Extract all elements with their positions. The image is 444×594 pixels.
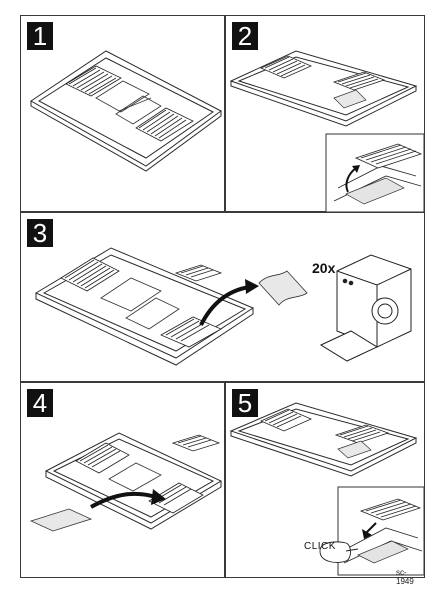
grille-icon xyxy=(60,257,120,292)
click-callout xyxy=(319,541,351,563)
dishwasher-icon xyxy=(319,254,412,362)
sponge-icon xyxy=(337,440,372,459)
sponge-icon xyxy=(258,270,308,306)
step-5-badge: 5 xyxy=(232,389,258,417)
grille-icon xyxy=(359,498,422,521)
tray-slot xyxy=(160,316,222,348)
tray-slot xyxy=(148,482,204,514)
grille-icon xyxy=(354,143,423,169)
document-code: sc-1949 xyxy=(396,568,414,586)
arrow-icon xyxy=(345,167,357,193)
sponge-icon xyxy=(333,89,367,109)
step-3-badge: 3 xyxy=(27,219,53,247)
tray-icon xyxy=(229,50,425,213)
arrow-icon xyxy=(365,522,377,534)
step-4-panel: 4 xyxy=(20,382,225,578)
sponge-icon xyxy=(29,508,93,532)
step-1-badge: 1 xyxy=(27,22,53,50)
repeat-count-label: 20x xyxy=(312,260,336,276)
step-2-panel: 2 xyxy=(225,15,425,213)
arrow-icon xyxy=(90,491,157,509)
tray-icon xyxy=(30,50,222,172)
tray-icon xyxy=(229,402,425,576)
step-3-panel: 3 xyxy=(20,212,425,382)
sponge-icon xyxy=(357,540,409,564)
click-label: CLICK xyxy=(304,541,336,552)
step-1-panel: 1 xyxy=(20,15,225,212)
tray-icon xyxy=(34,247,412,366)
grille-icon xyxy=(171,434,221,452)
sponge-icon xyxy=(345,177,405,205)
step-2-badge: 2 xyxy=(232,22,258,50)
grille-icon xyxy=(334,424,390,444)
grille-icon xyxy=(135,107,194,142)
step-4-badge: 4 xyxy=(27,389,53,417)
grille-icon xyxy=(260,55,312,79)
grille-icon xyxy=(65,65,122,97)
grille-icon xyxy=(75,442,130,474)
step-5-panel: 5 xyxy=(225,382,425,586)
grille-icon xyxy=(260,408,312,432)
grille-icon xyxy=(174,264,223,282)
arrow-icon xyxy=(199,285,250,326)
tray-icon xyxy=(29,432,223,532)
grille-icon xyxy=(332,71,386,91)
